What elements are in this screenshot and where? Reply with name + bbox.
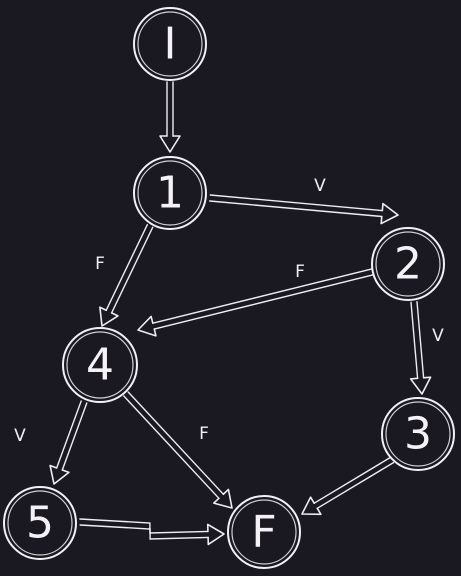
node-3-label: 3 bbox=[404, 409, 432, 460]
arrow-head-icon bbox=[137, 315, 157, 337]
edge-stroke bbox=[61, 402, 88, 471]
node-1-label: 1 bbox=[156, 168, 184, 219]
edge-start-n1 bbox=[159, 81, 181, 153]
node-1[interactable]: 1 bbox=[133, 156, 207, 230]
node-4[interactable]: 4 bbox=[62, 327, 138, 403]
edge-label-2-4: F bbox=[295, 262, 305, 282]
edge-n3-end bbox=[301, 456, 395, 516]
arrow-head-icon bbox=[380, 202, 399, 225]
arrow-head-icon bbox=[99, 306, 119, 327]
node-2-label: 2 bbox=[394, 239, 422, 290]
edge-stroke bbox=[79, 518, 209, 534]
edges-layer bbox=[49, 81, 432, 546]
arrow-head-icon bbox=[159, 135, 181, 153]
arrow-head-icon bbox=[409, 376, 432, 395]
arrow-head-icon bbox=[206, 523, 225, 546]
edge-label-4-end: F bbox=[199, 424, 209, 444]
arrow-head-icon bbox=[212, 488, 233, 509]
edge-label-1-4: F bbox=[95, 254, 105, 274]
edge-n2-n4 bbox=[137, 268, 374, 337]
edge-stroke bbox=[313, 456, 392, 504]
edge-stroke bbox=[209, 200, 383, 218]
edge-n1-n4 bbox=[99, 224, 154, 327]
edge-stroke bbox=[56, 400, 82, 469]
arrow-head-icon bbox=[49, 464, 70, 485]
edge-stroke bbox=[209, 194, 383, 212]
node-2[interactable]: 2 bbox=[371, 227, 445, 301]
node-start-label: I bbox=[164, 19, 177, 70]
edge-stroke bbox=[410, 301, 419, 379]
edge-stroke bbox=[416, 301, 425, 379]
node-end-label: F bbox=[251, 507, 276, 558]
node-end[interactable]: F bbox=[227, 495, 301, 569]
edge-stroke bbox=[127, 391, 224, 495]
arrow-head-icon bbox=[301, 496, 322, 516]
node-5[interactable]: 5 bbox=[3, 486, 77, 560]
node-5-label: 5 bbox=[26, 498, 54, 549]
edge-n2-n3 bbox=[409, 301, 432, 395]
edge-stroke bbox=[110, 226, 154, 314]
node-start[interactable]: I bbox=[133, 7, 207, 81]
edge-stroke bbox=[316, 461, 395, 509]
edge-label-1-2: V bbox=[314, 176, 326, 196]
edge-label-2-3: V bbox=[432, 326, 444, 346]
node-3[interactable]: 3 bbox=[381, 397, 455, 471]
edge-stroke bbox=[79, 524, 209, 540]
edge-n5-end bbox=[79, 518, 225, 546]
edge-stroke bbox=[152, 268, 372, 324]
node-4-label: 4 bbox=[86, 340, 114, 391]
edge-stroke bbox=[153, 274, 374, 330]
edge-n1-n2 bbox=[209, 194, 399, 225]
edge-n4-n5 bbox=[49, 400, 88, 485]
edge-stroke bbox=[105, 224, 148, 311]
edge-label-4-5: V bbox=[14, 426, 26, 446]
edge-stroke bbox=[123, 395, 220, 499]
edge-n4-end bbox=[123, 391, 233, 509]
